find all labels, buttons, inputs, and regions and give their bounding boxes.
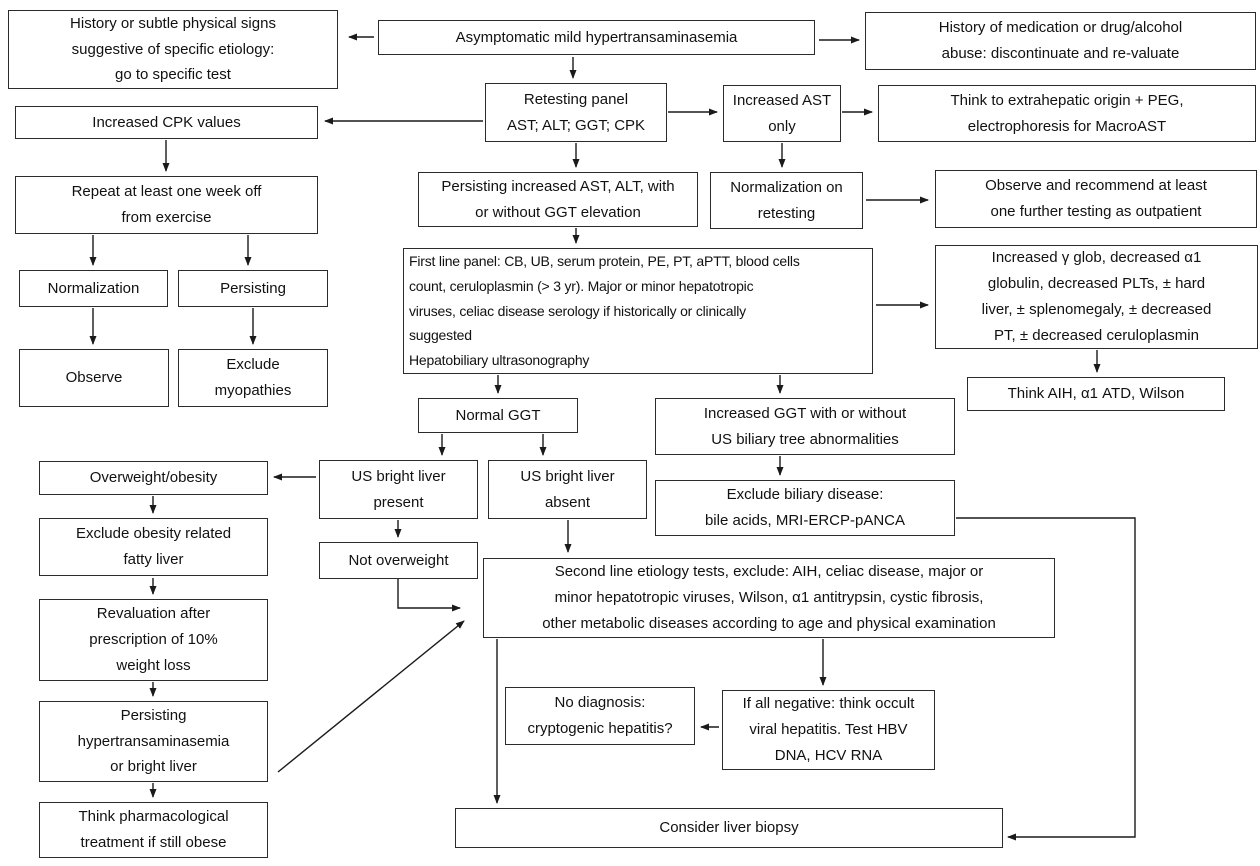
node-asymptomatic: Asymptomatic mild hypertransaminasemia	[378, 20, 815, 55]
arrow-persisting-hyper-to-second-line-diagonal	[277, 620, 465, 773]
node-exclude-biliary: Exclude biliary disease: bile acids, MRI…	[655, 480, 955, 536]
node-revaluation: Revaluation after prescription of 10% we…	[39, 599, 268, 681]
node-us-bright-absent: US bright liver absent	[488, 460, 647, 519]
node-exclude-myopathies: Exclude myopathies	[178, 349, 328, 407]
node-increased-gglob: Increased γ glob, decreased α1 globulin,…	[935, 245, 1258, 349]
node-repeat-exercise: Repeat at least one week off from exerci…	[15, 176, 318, 234]
node-observe: Observe	[19, 349, 169, 407]
node-overweight: Overweight/obesity	[39, 461, 268, 495]
node-first-line-panel: First line panel: CB, UB, serum protein,…	[403, 248, 873, 374]
node-retesting: Retesting panel AST; ALT; GGT; CPK	[485, 83, 667, 142]
node-persisting: Persisting	[178, 270, 328, 307]
node-think-aih: Think AIH, α1 ATD, Wilson	[967, 377, 1225, 411]
node-exclude-obesity: Exclude obesity related fatty liver	[39, 518, 268, 576]
node-medication: History of medication or drug/alcohol ab…	[865, 12, 1256, 70]
node-normalization-retesting: Normalization on retesting	[710, 172, 863, 229]
node-cpk: Increased CPK values	[15, 106, 318, 139]
node-us-bright-present: US bright liver present	[319, 460, 478, 519]
node-persisting-hyper: Persisting hypertransaminasemia or brigh…	[39, 701, 268, 782]
node-no-diagnosis: No diagnosis: cryptogenic hepatitis?	[505, 687, 695, 745]
node-increased-ggt: Increased GGT with or without US biliary…	[655, 398, 955, 455]
node-extrahepatic: Think to extrahepatic origin + PEG, elec…	[878, 85, 1256, 142]
node-not-overweight: Not overweight	[319, 542, 478, 579]
node-consider-biopsy: Consider liver biopsy	[455, 808, 1003, 848]
node-normal-ggt: Normal GGT	[418, 398, 578, 433]
arrow-not-overweight-to-second-line	[397, 579, 461, 612]
node-history-signs: History or subtle physical signs suggest…	[8, 10, 338, 89]
node-if-all-negative: If all negative: think occult viral hepa…	[722, 690, 935, 770]
arrow-exclude-biliary-to-consider-biopsy	[956, 517, 1136, 841]
node-persisting-ast: Persisting increased AST, ALT, with or w…	[418, 172, 698, 227]
node-observe-recommend: Observe and recommend at least one furth…	[935, 170, 1257, 228]
node-normalization: Normalization	[19, 270, 168, 307]
node-second-line: Second line etiology tests, exclude: AIH…	[483, 558, 1055, 638]
node-increased-ast: Increased AST only	[723, 85, 841, 142]
node-think-pharma: Think pharmacological treatment if still…	[39, 802, 268, 858]
